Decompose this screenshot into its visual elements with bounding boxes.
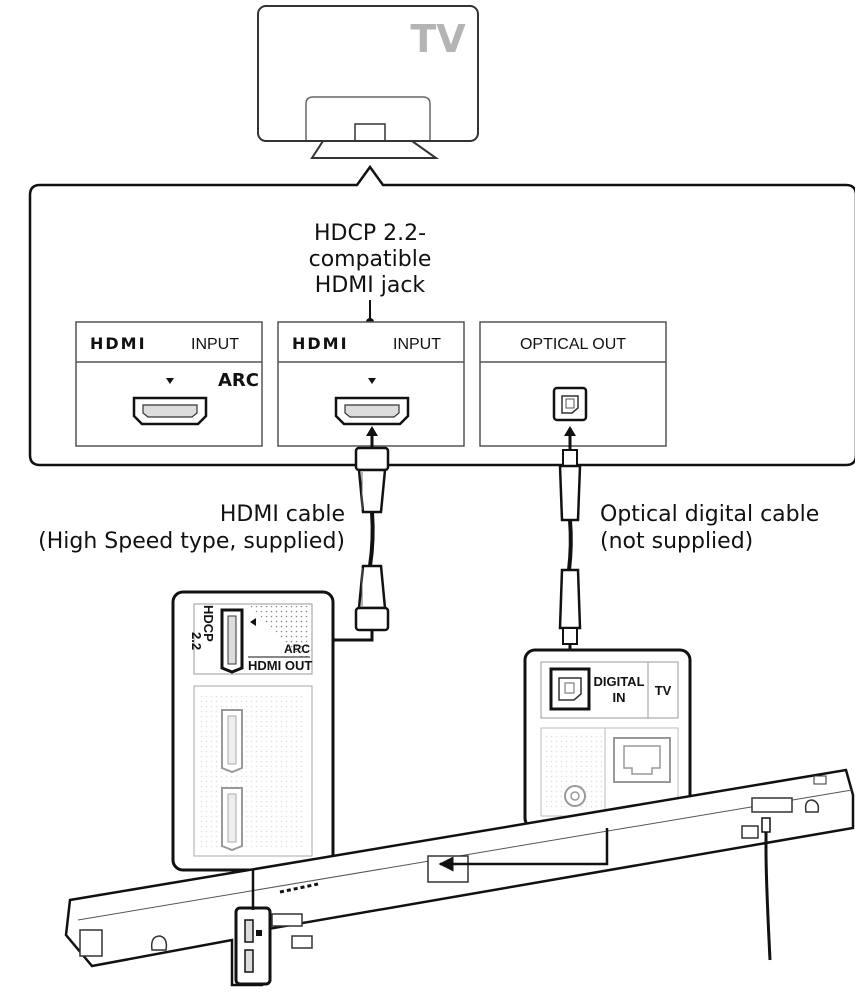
hdcp-label-line1: HDCP bbox=[201, 605, 216, 642]
soundbar-left-panel: HDCP 2.2 ARC HDMI OUT bbox=[171, 590, 335, 872]
tv-port-hdmi-arc: HDMI INPUT ARC bbox=[75, 321, 263, 447]
hdmi-port-icon bbox=[334, 396, 410, 426]
tv-port-hdmi-hdcp22: HDMI INPUT bbox=[277, 321, 465, 447]
optical-port-icon bbox=[549, 667, 591, 711]
callout-line-1: HDCP 2.2- bbox=[314, 221, 426, 246]
ethernet-port-icon bbox=[613, 737, 671, 783]
optical-cable-note: (not supplied) bbox=[600, 529, 753, 554]
tv-input-label: TV bbox=[655, 683, 672, 698]
hdmi-out-label: HDMI OUT bbox=[248, 658, 312, 673]
hdmi-cable-label: HDMI cable bbox=[220, 502, 345, 527]
tv-port-label: INPUT bbox=[393, 336, 441, 353]
analog-jack-icon bbox=[564, 785, 586, 807]
tv-port-label: INPUT bbox=[191, 336, 239, 353]
hdmi-port-icon bbox=[221, 709, 243, 774]
tv-icon bbox=[257, 5, 479, 159]
hdmi-cable bbox=[246, 426, 390, 649]
hdmi-logo: HDMI bbox=[292, 334, 349, 353]
callout-line-3: HDMI jack bbox=[315, 273, 426, 298]
tv-label: TV bbox=[410, 17, 466, 61]
hdmi-port-icon bbox=[220, 608, 244, 674]
digital-in-line2: IN bbox=[613, 690, 626, 705]
hdmi-cable-note: (High Speed type, supplied) bbox=[38, 529, 345, 554]
arc-label: ARC bbox=[284, 642, 310, 656]
tv-port-label: OPTICAL OUT bbox=[520, 336, 626, 353]
hdmi-port-icon bbox=[132, 396, 208, 426]
soundbar-right-panel: DIGITAL IN TV bbox=[523, 648, 692, 830]
right-panel-leader bbox=[438, 828, 609, 872]
tv-port-optical-out: OPTICAL OUT bbox=[479, 321, 667, 447]
soundbar-icon bbox=[64, 768, 855, 987]
callout-line-2: compatible bbox=[309, 247, 432, 272]
optical-cable bbox=[558, 426, 582, 678]
digital-in-line1: DIGITAL bbox=[593, 674, 644, 689]
optical-port-icon bbox=[552, 386, 588, 422]
hdcp-label-line2: 2.2 bbox=[189, 632, 204, 650]
hdmi-logo: HDMI bbox=[90, 334, 147, 353]
hdmi-port-icon bbox=[221, 787, 243, 852]
arc-label: ARC bbox=[218, 370, 259, 391]
optical-cable-label: Optical digital cable bbox=[600, 502, 819, 527]
